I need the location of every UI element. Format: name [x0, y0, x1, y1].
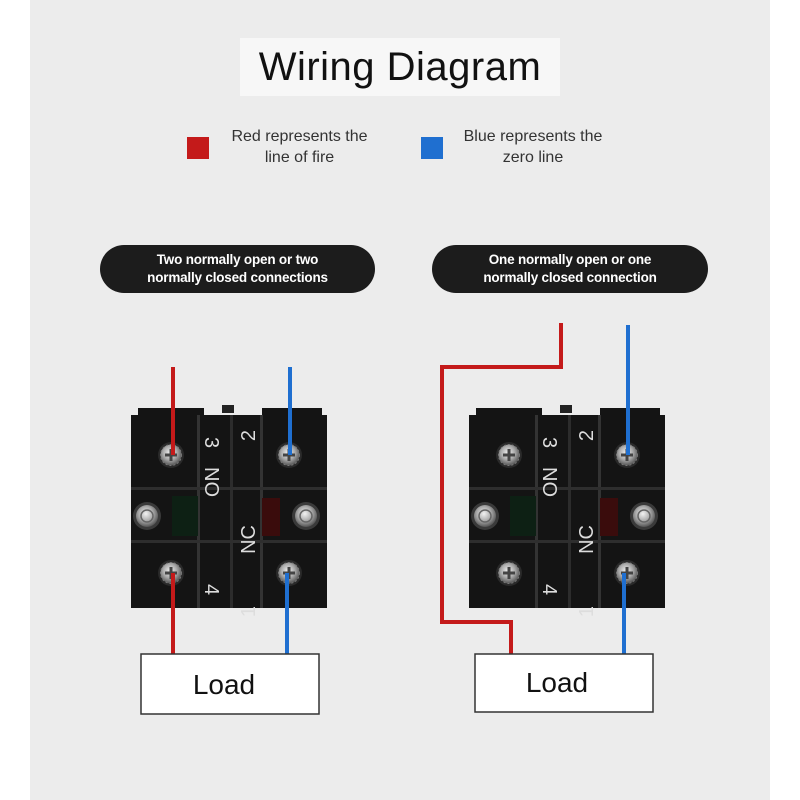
blue-legend-line2: zero line	[502, 149, 564, 166]
right-wires	[440, 323, 630, 654]
blue-legend-text: Blue represents the zero line	[453, 126, 613, 168]
red-legend-swatch	[187, 137, 209, 159]
left-contact-block: 3 NO 4 2 NC 1	[131, 405, 327, 617]
screw-icon	[495, 441, 523, 469]
terminal-1-label: 1	[238, 606, 260, 617]
no-label: NO	[538, 467, 560, 497]
screw-icon	[613, 559, 641, 587]
terminal-3-label: 3	[538, 437, 560, 448]
right-load-box: Load	[474, 653, 654, 713]
left-load-box: Load	[140, 653, 320, 715]
left-load-label: Load	[193, 669, 255, 700]
red-legend-text: Red represents the line of fire	[222, 126, 377, 168]
red-legend-line2: line of fire	[264, 149, 335, 166]
blue-legend-line1: Blue represents the	[463, 128, 603, 145]
screw-icon	[291, 501, 321, 531]
screw-icon	[470, 501, 500, 531]
terminal-3-label: 3	[200, 437, 222, 448]
screw-icon	[132, 501, 162, 531]
blue-legend-swatch	[421, 137, 443, 159]
red-legend-line1: Red represents the	[231, 128, 368, 145]
terminal-4-label: 4	[538, 584, 560, 595]
screw-icon	[629, 501, 659, 531]
right-caption-line2: normally closed connection	[483, 270, 657, 285]
diagram-title: Wiring Diagram	[240, 38, 560, 96]
no-label: NO	[200, 467, 222, 497]
terminal-2-label: 2	[576, 430, 598, 441]
left-caption-line1: Two normally open or two	[156, 252, 319, 267]
terminal-1-label: 1	[576, 606, 598, 617]
screw-icon	[495, 559, 523, 587]
right-contact-block: 3 NO 4 2 NC 1	[469, 405, 665, 617]
left-caption-line2: normally closed connections	[147, 270, 328, 285]
terminal-4-label: 4	[200, 584, 222, 595]
right-load-label: Load	[526, 667, 588, 698]
terminal-2-label: 2	[238, 430, 260, 441]
nc-label: NC	[576, 525, 598, 554]
left-caption-pill: Two normally open or two normally closed…	[100, 245, 375, 293]
right-caption-pill: One normally open or one normally closed…	[432, 245, 708, 293]
left-wires	[171, 367, 292, 654]
nc-label: NC	[238, 525, 260, 554]
right-caption-line1: One normally open or one	[488, 252, 652, 267]
